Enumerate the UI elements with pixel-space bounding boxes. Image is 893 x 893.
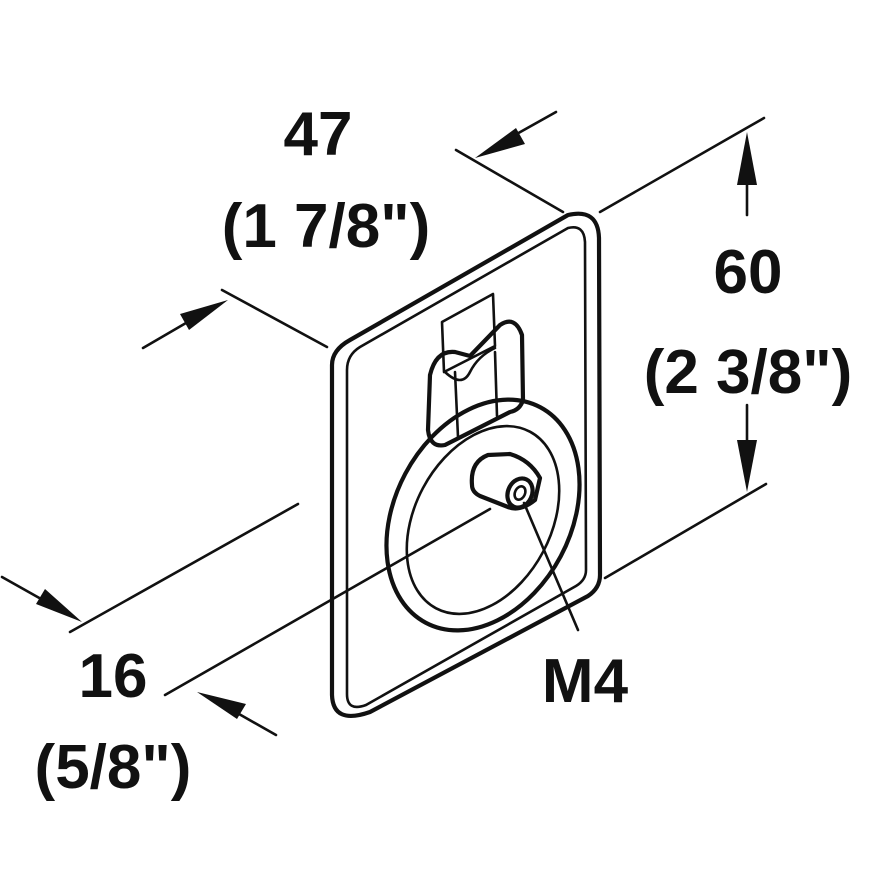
ring-hinge-fold-left (453, 370, 460, 439)
height-extension-line-bottom (603, 482, 768, 580)
height-extension-line-top (598, 116, 766, 214)
plate-inner-edge (345, 226, 588, 709)
depth-arrowhead-left (36, 589, 82, 622)
plate-outer-outline (329, 211, 603, 718)
depth-dimension: 16 (5/8") (0, 502, 492, 802)
stud-thread-hole (513, 485, 527, 501)
depth-imperial-label: (5/8") (35, 733, 192, 802)
depth-metric-label: 16 (79, 642, 148, 711)
ring-hinge-tab (440, 292, 497, 374)
width-imperial-label: (1 7/8") (222, 192, 431, 261)
width-dimension: 47 (1 7/8") (141, 100, 565, 350)
width-metric-label: 47 (284, 100, 353, 169)
stud-end-face (505, 476, 535, 510)
depth-extension-line-front (163, 507, 492, 697)
height-arrowhead-top (737, 132, 757, 185)
width-extension-line-right (454, 148, 565, 214)
ring-pull (384, 292, 582, 633)
ring-inner (405, 424, 561, 616)
width-arrowhead-left (180, 300, 228, 330)
thread-label: M4 (542, 647, 629, 716)
ring-outer (384, 397, 582, 633)
height-dimension: 60 (2 3/8") (598, 116, 853, 580)
height-imperial-label: (2 3/8") (644, 338, 853, 407)
height-arrowhead-bottom (737, 440, 757, 492)
thread-leader-line (522, 501, 580, 632)
thread-callout: M4 (522, 501, 629, 716)
depth-extension-line-back (68, 502, 300, 634)
stud-body (469, 451, 543, 511)
mounting-plate (329, 211, 603, 718)
width-arrowhead-right (475, 128, 525, 158)
width-extension-line-left (220, 288, 329, 349)
threaded-stud (469, 451, 543, 511)
ring-hinge-fold-right (493, 350, 499, 418)
height-metric-label: 60 (714, 238, 783, 307)
depth-arrowhead-right (197, 692, 246, 719)
